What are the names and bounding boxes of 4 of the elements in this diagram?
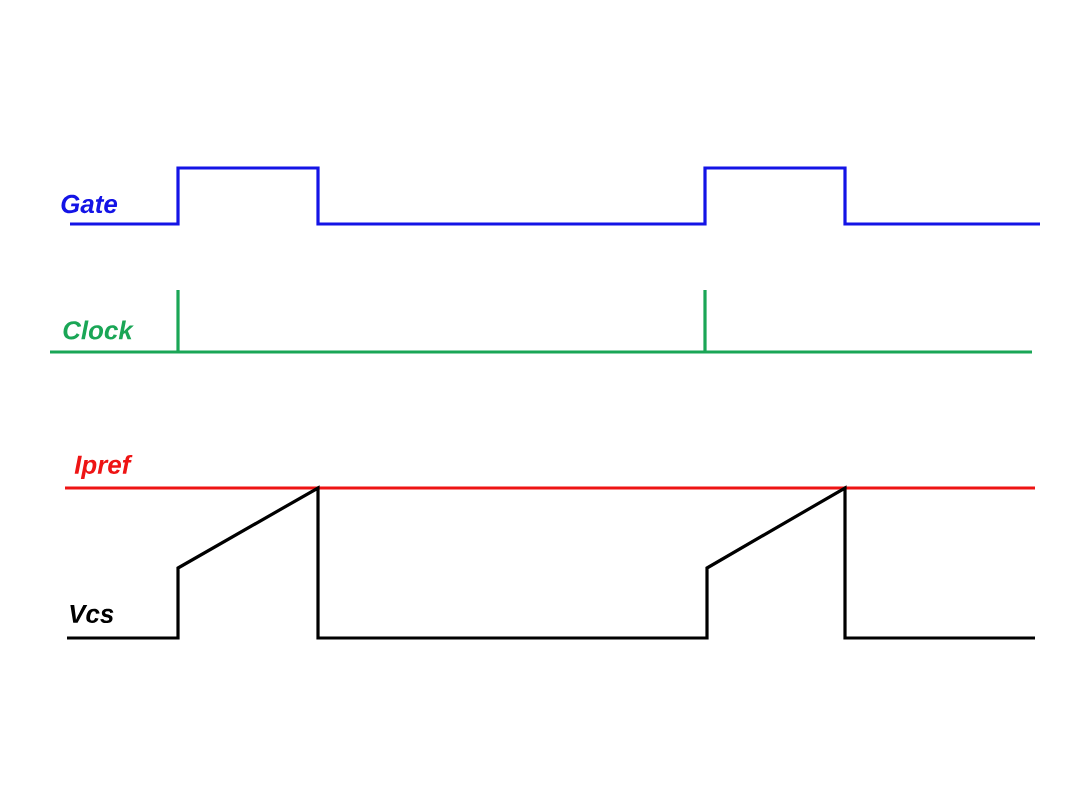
signal-label: Clock — [63, 320, 134, 340]
signal-label: Ipref — [74, 454, 133, 480]
signal-label: Vcs — [70, 604, 114, 624]
signal-label: Gate — [61, 194, 118, 214]
